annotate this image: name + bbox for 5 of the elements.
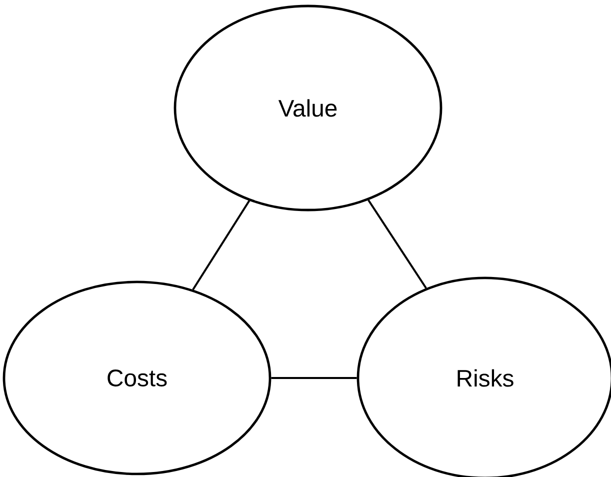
connector-line <box>192 200 250 290</box>
ellipse-node: Costs <box>2 280 272 476</box>
connector-line <box>271 376 357 379</box>
ellipse-node: Value <box>174 4 442 212</box>
connector-line <box>368 200 427 289</box>
